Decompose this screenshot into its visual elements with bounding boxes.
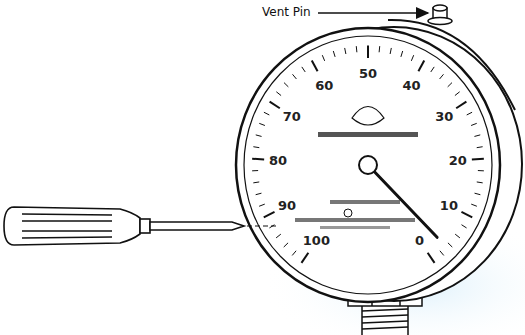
tick-mark: [322, 55, 324, 61]
scale-number: 80: [269, 153, 287, 168]
tick-mark: [264, 212, 275, 217]
tick-mark: [252, 170, 258, 171]
face-print: [295, 218, 415, 222]
tick-mark: [256, 135, 262, 137]
scale-number: 60: [315, 77, 333, 92]
scale-number: 90: [278, 198, 296, 213]
needle-hub: [359, 156, 377, 174]
scale-number: 30: [435, 109, 453, 124]
tick-mark: [478, 170, 484, 171]
face-print: [330, 200, 400, 204]
tick-mark: [302, 67, 305, 72]
tick-mark: [256, 193, 262, 195]
tick-mark: [455, 234, 460, 238]
tick-mark: [477, 181, 483, 183]
scale-number: 10: [440, 198, 458, 213]
tick-mark: [456, 102, 466, 109]
screwdriver: [4, 207, 244, 245]
tick-mark: [477, 146, 483, 148]
tick-mark: [475, 193, 481, 195]
drop-logo: [352, 107, 384, 126]
tick-mark: [474, 135, 480, 137]
tick-mark: [276, 92, 281, 96]
tick-mark: [264, 112, 269, 115]
tick-mark: [440, 74, 444, 79]
tick-mark: [284, 243, 288, 247]
tick-mark: [401, 51, 403, 57]
tick-mark: [467, 112, 472, 115]
tick-mark: [312, 61, 318, 72]
tick-mark: [292, 251, 296, 256]
scale-number: 40: [403, 77, 421, 92]
tick-mark: [253, 181, 259, 183]
tick-mark: [259, 123, 265, 125]
scale-number: 50: [359, 66, 377, 81]
leader-arrow: [318, 12, 428, 14]
tick-mark: [293, 74, 297, 79]
tick-mark: [259, 204, 265, 206]
tick-mark: [471, 123, 477, 125]
tick-mark: [390, 48, 391, 54]
tick-mark: [379, 46, 381, 52]
scale-number: 70: [283, 109, 301, 124]
tick-mark: [301, 253, 308, 263]
tick-mark: [440, 251, 444, 256]
scale-number: 0: [415, 233, 424, 248]
vent-pin: [428, 5, 452, 25]
tick-mark: [356, 46, 358, 52]
tick-marks: [252, 46, 484, 263]
gauge-bezel: [236, 28, 500, 302]
tick-mark: [411, 55, 413, 61]
tick-mark: [428, 253, 435, 263]
tick-mark: [253, 146, 259, 148]
tick-mark: [345, 48, 346, 54]
part-label: Vent Pin: [262, 5, 311, 19]
face-print: [320, 226, 390, 229]
tick-mark: [270, 102, 280, 109]
tick-mark: [455, 92, 460, 96]
tick-mark: [461, 212, 472, 217]
tick-mark: [448, 243, 452, 247]
scale-number: 20: [449, 153, 467, 168]
adjust-screw: [344, 209, 352, 217]
tick-mark: [284, 83, 288, 87]
tick-mark: [418, 61, 424, 72]
tick-mark: [333, 51, 335, 57]
scale-number: 100: [303, 233, 330, 248]
tick-mark: [448, 83, 452, 87]
gauge-needle: [368, 165, 437, 237]
tick-mark: [471, 204, 477, 206]
tick-mark: [367, 46, 369, 58]
alignment-line: [247, 225, 276, 226]
tick-mark: [276, 234, 281, 238]
tick-mark: [252, 158, 264, 161]
tick-mark: [461, 225, 466, 228]
tick-mark: [472, 158, 484, 161]
gauge-face: [244, 36, 492, 294]
brand-mark: [318, 132, 418, 137]
tick-mark: [431, 67, 434, 72]
